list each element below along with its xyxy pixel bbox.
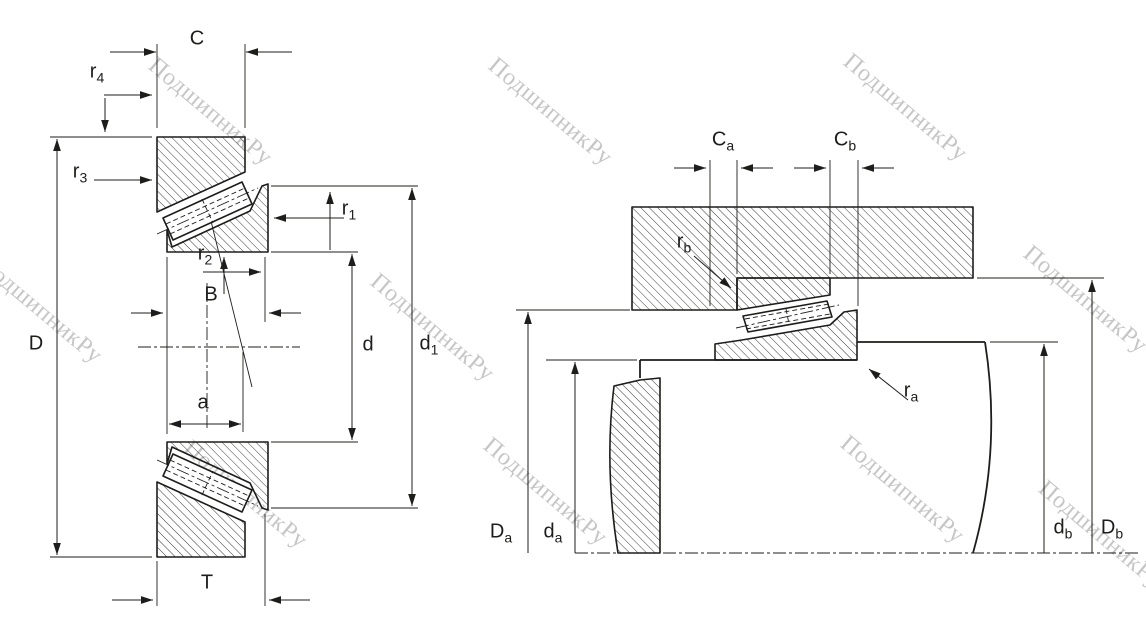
inner-ring-section-bottom	[166, 441, 269, 511]
shaft-end-section	[609, 377, 661, 554]
dimension-ra	[868, 368, 909, 401]
dim-label-C: C	[189, 27, 205, 50]
roller-axis-bottom	[156, 459, 259, 507]
dim-label-ra: ra	[903, 379, 919, 405]
roller-axis-top	[156, 187, 259, 235]
bearing-cross-section-view	[50, 44, 418, 606]
mounted-outer-ring	[736, 277, 831, 311]
bearing-mounting-view	[516, 160, 1138, 554]
dimension-C	[110, 44, 292, 128]
dimension-D	[50, 136, 152, 558]
dim-label-rb: rb	[676, 230, 692, 256]
dimension-a	[169, 352, 244, 432]
shaft-outline	[639, 341, 993, 554]
dimension-B	[131, 257, 301, 434]
dim-label-B: B	[204, 283, 218, 306]
dimension-Cb	[794, 160, 894, 306]
dim-label-r4: r4	[89, 60, 105, 86]
dimension-r2	[203, 257, 261, 294]
dimension-rb	[693, 255, 732, 289]
dimension-T	[112, 514, 310, 606]
dim-label-T: T	[200, 571, 214, 594]
dimension-db	[990, 341, 1058, 553]
dimension-da	[546, 359, 637, 553]
inner-ring-section-top	[166, 183, 269, 253]
dim-label-d: d	[362, 333, 374, 356]
dimension-Db	[977, 277, 1104, 553]
dim-label-D: D	[28, 332, 44, 355]
dim-label-r2: r2	[197, 242, 213, 268]
dim-label-Cb: Cb	[833, 128, 857, 154]
dimension-d	[271, 251, 358, 443]
dim-label-r1: r1	[341, 197, 357, 223]
dim-label-a: a	[197, 391, 209, 414]
outer-ring-section-bottom	[156, 481, 246, 558]
dimension-d1	[271, 185, 418, 509]
dimension-Ca	[674, 160, 773, 306]
dim-label-Da: Da	[489, 520, 513, 546]
dim-label-Db: Db	[1100, 516, 1124, 542]
dim-label-d1: d1	[419, 332, 439, 358]
dim-label-db: db	[1053, 516, 1073, 542]
dimension-Da	[516, 309, 630, 553]
outer-ring-section-top	[156, 136, 246, 213]
dim-label-da: da	[543, 520, 563, 546]
dim-label-Ca: Ca	[711, 128, 735, 154]
dim-label-r3: r3	[72, 160, 88, 186]
dimension-r4	[96, 91, 152, 138]
mounted-roller-axis	[735, 304, 840, 329]
dimension-r1	[274, 192, 344, 250]
